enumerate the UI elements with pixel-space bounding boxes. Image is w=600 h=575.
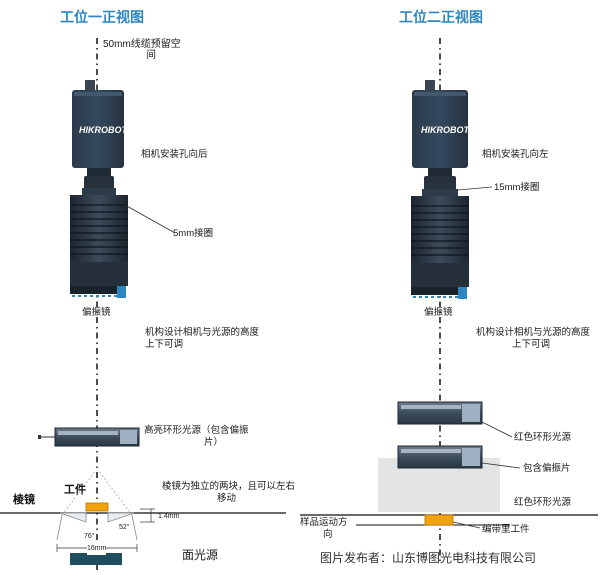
right-ring1-leader xyxy=(481,421,513,438)
right-red-ring-1: 红色环形光源 xyxy=(514,432,572,443)
left-lens xyxy=(70,195,128,298)
left-gap-dim xyxy=(140,508,155,523)
left-prism-note-2: 移动 xyxy=(217,493,237,504)
right-mech-note-1: 机构设计相机与光源的高度 xyxy=(476,327,591,338)
left-title: 工位一正视图 xyxy=(60,9,144,25)
right-tape-workpiece-label: 编带里工件 xyxy=(482,524,530,535)
left-mech-note-2: 上下可调 xyxy=(145,339,184,350)
left-camera-hole: 相机安装孔向后 xyxy=(141,149,208,160)
footer-credit: 图片发布者：山东博图光电科技有限公司 xyxy=(320,551,537,565)
right-ring-light-2 xyxy=(397,445,483,469)
right-polarizer-included: 包含偏振片 xyxy=(523,463,571,474)
left-cable-note-2: 间 xyxy=(146,50,156,61)
left-angle-a: 76° xyxy=(84,533,95,540)
left-workpiece xyxy=(85,502,109,512)
right-spacer-leader xyxy=(457,186,493,191)
left-dim-width: 16mm xyxy=(87,543,107,555)
right-camera-hole: 相机安装孔向左 xyxy=(482,149,549,160)
left-ring-light-label-1: 高亮环形光源（包含偏振 xyxy=(144,425,249,436)
left-cable-note-1: 50mm线缆预留空 xyxy=(103,39,181,50)
right-station xyxy=(300,38,598,565)
left-mech-note-1: 机构设计相机与光源的高度 xyxy=(145,327,260,338)
left-spacer-leader xyxy=(124,204,176,234)
right-ring2-leader xyxy=(481,462,521,469)
right-spacer: 15mm接圈 xyxy=(494,182,540,193)
left-surface-light-label: 面光源 xyxy=(182,548,219,562)
right-motion-2: 向 xyxy=(323,529,333,540)
left-camera xyxy=(72,80,124,190)
left-brand: HIKROBOT xyxy=(79,125,127,135)
left-surface-light xyxy=(70,553,122,565)
left-angle-b: 52° xyxy=(119,524,130,531)
right-tape-leader xyxy=(452,521,481,529)
right-tape-workpiece xyxy=(424,514,454,526)
right-title: 工位二正视图 xyxy=(399,9,483,25)
right-spacer-ring xyxy=(422,189,458,197)
right-polarizer-lens: 偏振镜 xyxy=(424,307,453,318)
right-brand: HIKROBOT xyxy=(421,125,469,135)
left-polarizer-lens: 偏振镜 xyxy=(82,307,111,318)
left-spacer-ring xyxy=(82,188,116,196)
left-dim-gap: 1.4mm xyxy=(158,513,180,520)
left-workpiece-label: 工件 xyxy=(64,484,86,496)
left-spacer: 5mm接圈 xyxy=(173,228,214,239)
left-ring-light-label-2: 片） xyxy=(204,437,224,448)
right-mech-note-2: 上下可调 xyxy=(512,339,551,350)
left-prism-label: 棱镜 xyxy=(13,494,35,506)
left-ring-light xyxy=(38,427,140,447)
left-prism-note-1: 棱镜为独立的两块，且可以左右 xyxy=(162,481,296,492)
right-camera xyxy=(412,80,468,190)
right-motion-1: 样品运动方 xyxy=(300,517,348,528)
left-prisms xyxy=(56,469,138,541)
right-lens xyxy=(411,196,469,299)
right-ring-light-1 xyxy=(397,401,483,425)
right-red-ring-2: 红色环形光源 xyxy=(514,497,572,508)
left-station xyxy=(0,38,286,570)
